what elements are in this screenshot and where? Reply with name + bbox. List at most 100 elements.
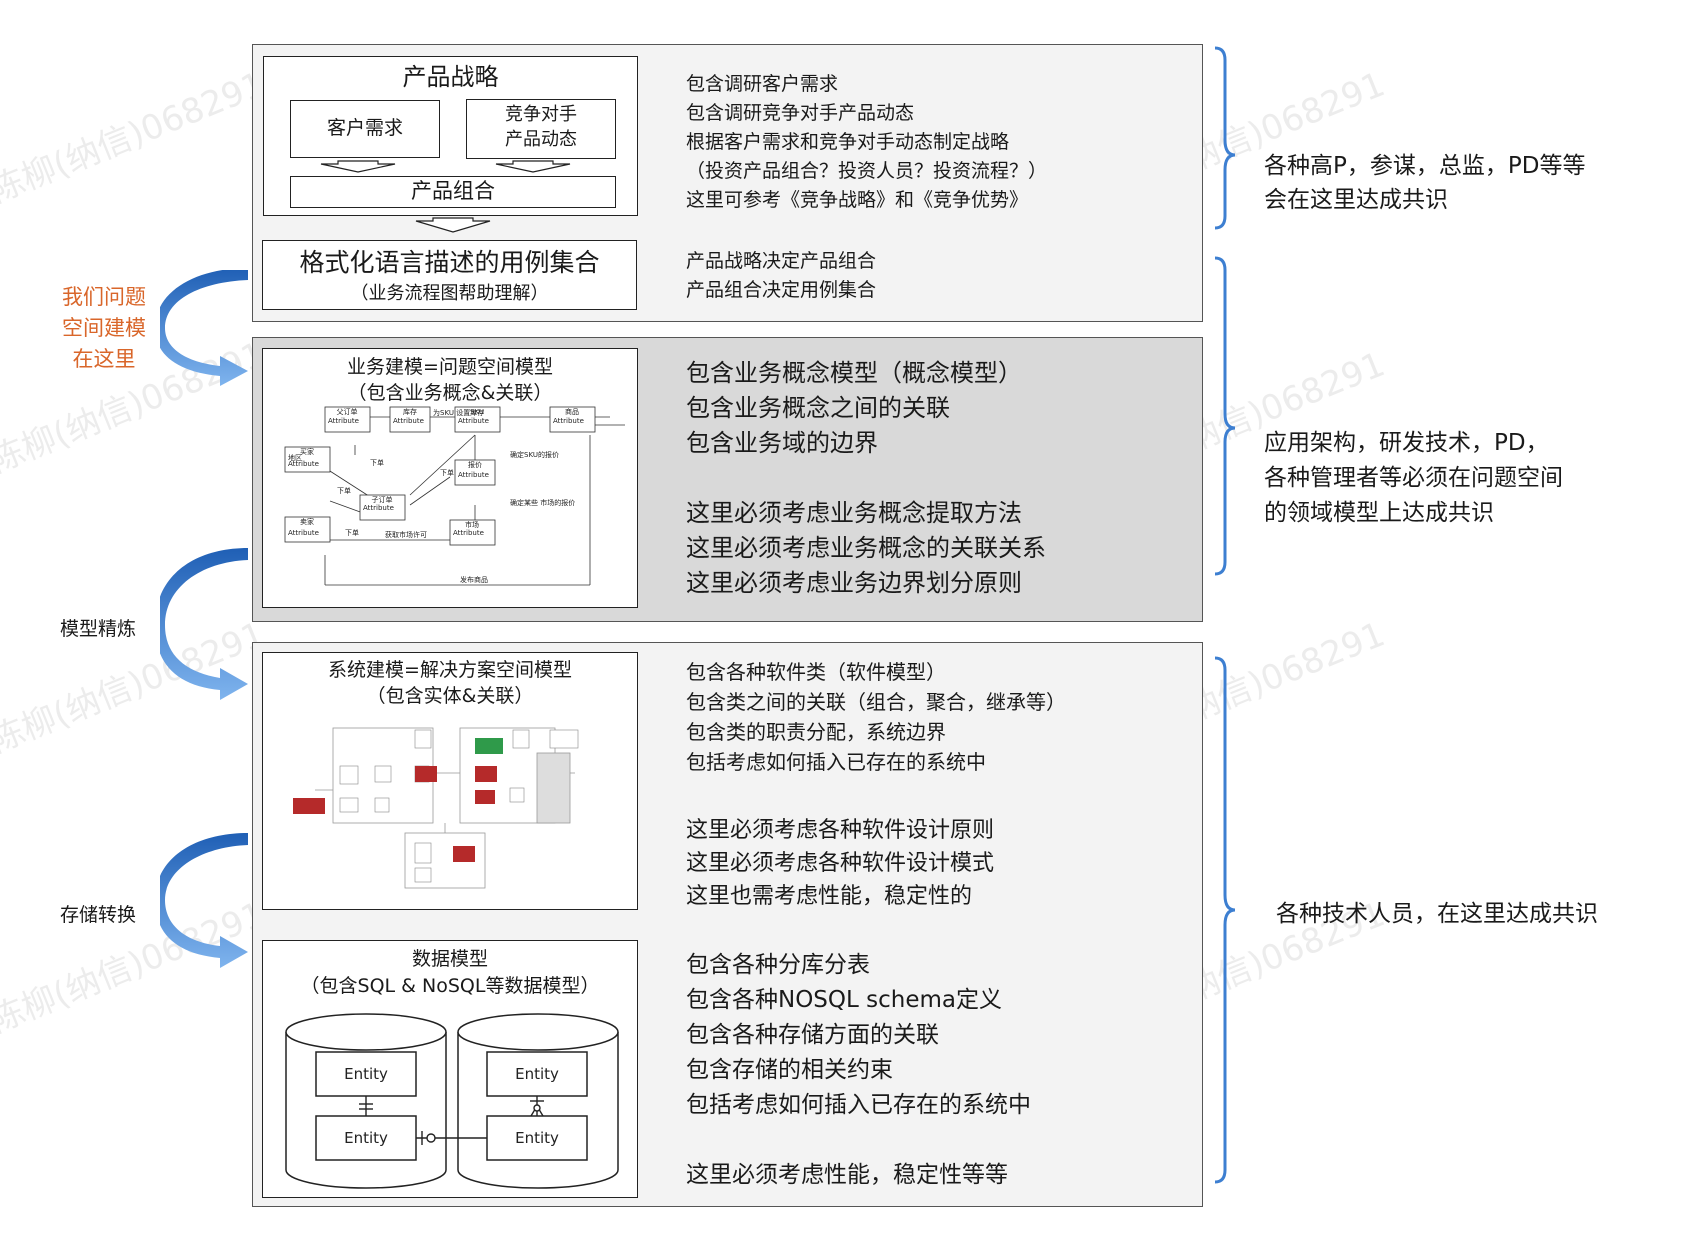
entity-label: 子订单 xyxy=(372,495,393,504)
relation-label: 地区 xyxy=(288,453,302,462)
business-desc-line: 这里必须考虑业务概念的关联关系 xyxy=(686,534,1046,562)
strategy-desc: 包含调研客户需求 包含调研竞争对手产品动态 根据客户需求和竞争对手动态制定战略 … xyxy=(686,70,1047,215)
database-icon xyxy=(285,1013,447,1051)
entity-label: SKU xyxy=(470,408,484,416)
attr-label: Attribute xyxy=(553,417,584,425)
data-desc-line: 包含各种分库分表 xyxy=(686,952,870,978)
data-desc-line xyxy=(686,1123,1031,1158)
middle-consensus-line: 各种管理者等必须在问题空间 xyxy=(1264,465,1563,491)
attr-label: Attribute xyxy=(288,460,319,468)
data-desc-line: 包含存储的相关约束 xyxy=(686,1057,893,1083)
usecase-box xyxy=(262,240,637,310)
entity-label: 报价 xyxy=(468,460,482,469)
curved-arrow-icon xyxy=(160,833,248,968)
top-consensus-line: 会在这里达成共识 xyxy=(1264,187,1448,213)
business-desc-line: 这里必须考虑业务概念提取方法 xyxy=(686,499,1022,527)
strategy-desc-line: 包含调研客户需求 xyxy=(686,73,839,95)
data-desc-line: 包括考虑如何插入已存在的系统中 xyxy=(686,1092,1031,1118)
down-arrow-icon xyxy=(320,160,396,173)
problem-space-line: 在这里 xyxy=(72,347,136,371)
relation-label: 下单 xyxy=(345,528,359,537)
top-consensus-line: 各种高P，参谋，总监，PD等等 xyxy=(1264,153,1586,179)
strategy-desc-line: 包含调研竞争对手产品动态 xyxy=(686,102,915,124)
data-desc: 包含各种分库分表 包含各种NOSQL schema定义 包含各种存储方面的关联 … xyxy=(686,948,1031,1193)
business-desc-line: 这里必须考虑业务边界划分原则 xyxy=(686,569,1022,597)
middle-consensus-line: 应用架构，研发技术，PD， xyxy=(1264,430,1549,456)
portfolio-box: 产品组合 xyxy=(290,176,616,208)
entity-label: 商品 xyxy=(565,407,579,416)
right-brace-icon xyxy=(1214,656,1236,1184)
business-entity xyxy=(284,406,596,546)
database-icon xyxy=(457,1013,619,1051)
attr-label: Attribute xyxy=(458,417,489,425)
system-class-diagram xyxy=(293,727,579,889)
business-er-diagram: 父订单 库存 SKU 商品 买家 报价 子订单 卖家 市场 Attribute … xyxy=(284,406,625,586)
attr-label: Attribute xyxy=(328,417,359,425)
relation-label: 下单 xyxy=(370,458,384,467)
attr-label: Attribute xyxy=(288,529,319,537)
problem-space-line: 空间建模 xyxy=(62,316,146,340)
top-consensus-label: 各种高P，参谋，总监，PD等等 会在这里达成共识 xyxy=(1264,149,1585,217)
relation-label: 发布商品 xyxy=(460,575,488,584)
usecase-desc: 产品战略决定产品组合 产品组合决定用例集合 xyxy=(686,247,876,305)
entity-label: 买家 xyxy=(300,447,314,456)
down-arrow-icon xyxy=(415,217,491,233)
usecase-subtitle: （业务流程图帮助理解） xyxy=(350,283,549,304)
portfolio-label: 产品组合 xyxy=(411,179,495,203)
data-title: 数据模型 xyxy=(411,948,488,970)
usecase-desc-line: 产品战略决定产品组合 xyxy=(686,250,877,272)
strategy-desc-line: （投资产品组合？投资人员？投资流程？） xyxy=(686,160,1048,182)
customer-needs-label: 客户需求 xyxy=(326,117,403,139)
data-storage-diagram: Entity Entity Entity Entity xyxy=(285,1013,619,1189)
competitor-label-1: 竞争对手 xyxy=(505,104,577,125)
competitor-label-2: 产品动态 xyxy=(505,129,577,150)
system-desc-line: 包含各种软件类（软件模型） xyxy=(686,660,946,684)
bottom-consensus-label: 各种技术人员，在这里达成共识 xyxy=(1276,901,1598,927)
curved-arrows xyxy=(160,270,248,968)
attr-label: Attribute xyxy=(453,529,484,537)
system-desc-line: 包括考虑如何插入已存在的系统中 xyxy=(686,750,986,774)
relation-label: 确定某些 市场的报价 xyxy=(510,498,575,507)
down-arrow-icon xyxy=(495,160,571,173)
business-entity-label: 父订单 库存 SKU 商品 买家 报价 子订单 卖家 市场 Attribute … xyxy=(288,407,584,584)
attr-label: Attribute xyxy=(393,417,424,425)
business-subtitle: （包含业务概念&关联） xyxy=(347,382,553,404)
data-desc-line: 包含各种NOSQL schema定义 xyxy=(686,987,1002,1013)
competitor-box: 竞争对手 产品动态 xyxy=(466,99,616,159)
relation-label: 为SKU 设置库存 xyxy=(433,408,484,417)
curved-arrow-icon xyxy=(160,548,248,700)
customer-needs-box: 客户需求 xyxy=(290,100,440,158)
entity-label: 市场 xyxy=(465,520,479,529)
middle-consensus-line: 的领域模型上达成共识 xyxy=(1264,500,1494,526)
attr-label: Attribute xyxy=(458,471,489,479)
system-desc: 包含各种软件类（软件模型） 包含类之间的关联（组合，聚合，继承等） 包含类的职责… xyxy=(686,657,1066,777)
entity-label: Entity xyxy=(515,1129,559,1147)
data-desc-line: 这里必须考虑性能，稳定性等等 xyxy=(686,1162,1008,1188)
middle-consensus-label: 应用架构，研发技术，PD， 各种管理者等必须在问题空间 的领域模型上达成共识 xyxy=(1264,426,1563,531)
business-desc-line: 包含业务概念之间的关联 xyxy=(686,394,950,422)
storage-label: 存储转换 xyxy=(60,904,137,926)
relation-label: 获取市场许可 xyxy=(385,530,427,539)
right-brace-icon xyxy=(1214,256,1236,576)
entity-label: 卖家 xyxy=(300,517,314,526)
system-desc-line: 这里必须考虑各种软件设计原则 xyxy=(686,818,995,843)
class-box-highlight xyxy=(293,738,503,862)
curved-arrow-icon xyxy=(160,270,248,386)
entity-box xyxy=(315,1051,417,1097)
business-desc-line: 包含业务域的边界 xyxy=(686,429,878,457)
problem-space-label: 我们问题 空间建模 在这里 xyxy=(44,282,164,375)
strategy-desc-line: 这里可参考《竞争战略》和《竞争优势》 xyxy=(686,189,1029,211)
strategy-desc-line: 根据客户需求和竞争对手动态制定战略 xyxy=(686,131,1010,153)
business-desc-line: 包含业务概念模型（概念模型） xyxy=(686,359,1022,387)
class-box xyxy=(536,752,571,824)
entity-label: 父订单 xyxy=(337,407,358,416)
data-subtitle: （包含SQL & NoSQL等数据模型） xyxy=(300,975,600,997)
system-subtitle: （包含实体&关联） xyxy=(366,685,534,707)
relation-label: 下单 xyxy=(337,486,351,495)
entity-label: 库存 xyxy=(403,407,417,416)
strategy-title: 产品战略 xyxy=(402,63,499,91)
data-desc-line: 包含各种存储方面的关联 xyxy=(686,1022,939,1048)
entity-label: Entity xyxy=(344,1129,388,1147)
system-desc-line: 包含类的职责分配，系统边界 xyxy=(686,720,946,744)
system-desc-line: 这里必须考虑各种软件设计模式 xyxy=(686,851,995,876)
